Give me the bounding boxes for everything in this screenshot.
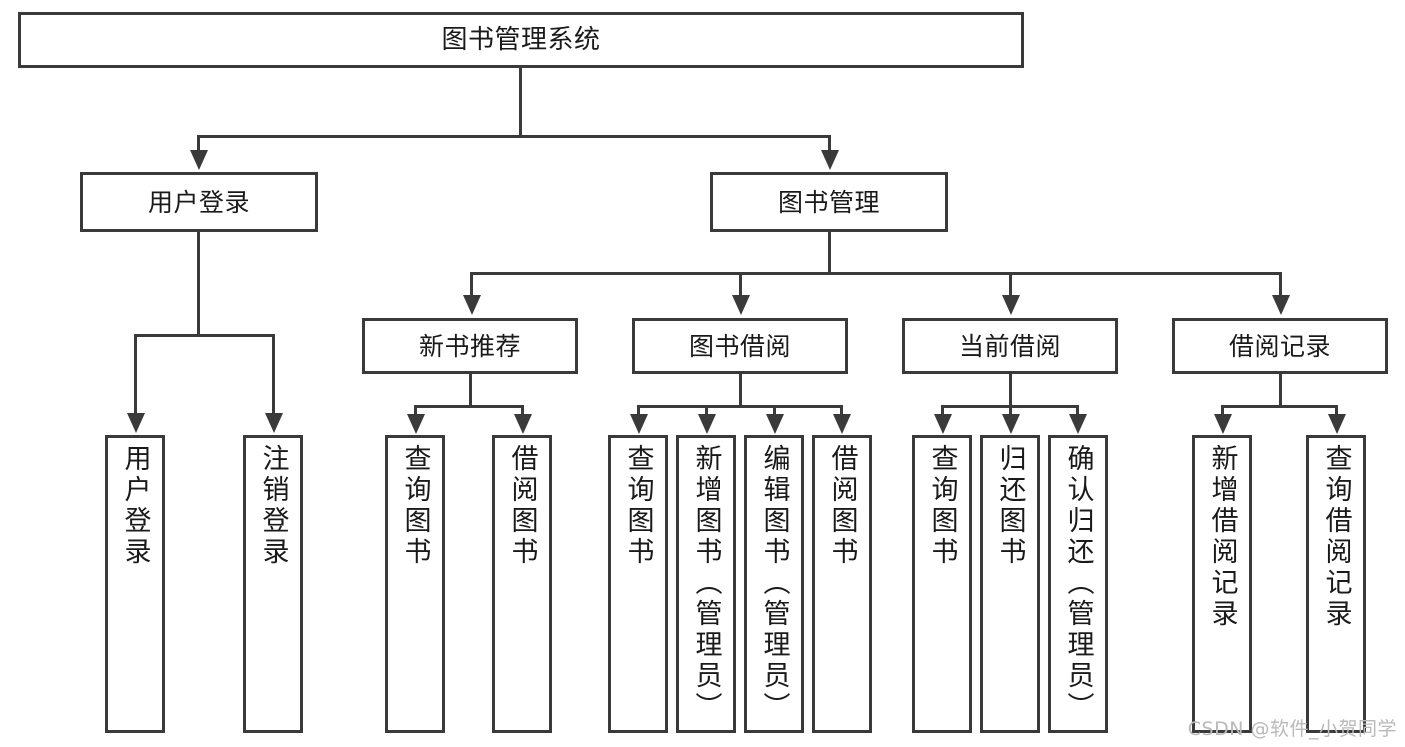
connector-drop-borrowrecord-1 bbox=[1221, 405, 1224, 416]
leaf-add-borrow-record[interactable]: 新增借阅记录 bbox=[1192, 435, 1252, 733]
arrowhead-borrow-record bbox=[1272, 295, 1290, 315]
node-label: 用户登录 bbox=[147, 187, 250, 217]
connector-book-borrow-stem bbox=[739, 374, 742, 405]
connector-drop-new-book bbox=[470, 272, 473, 297]
arrowhead-bookborrow-3 bbox=[766, 414, 784, 434]
arrowhead-borrowrecord-2 bbox=[1328, 414, 1346, 434]
arrowhead-bookborrow-1 bbox=[630, 414, 648, 434]
arrowhead-login-1 bbox=[127, 413, 145, 433]
connector-drop-bookborrow-3 bbox=[773, 405, 776, 416]
leaf-query-book-current[interactable]: 查询图书 bbox=[912, 435, 972, 733]
leaf-logout-login[interactable]: 注销登录 bbox=[243, 435, 303, 733]
arrowhead-currentborrow-2 bbox=[1002, 414, 1020, 434]
connector-drop-borrow-record bbox=[1279, 272, 1282, 297]
connector-drop-login-2 bbox=[272, 334, 275, 415]
connector-root-bus bbox=[197, 135, 831, 138]
node-label: 借阅图书 bbox=[826, 444, 858, 568]
node-label: 注销登录 bbox=[257, 444, 289, 568]
connector-drop-currentborrow-2 bbox=[1009, 405, 1012, 416]
arrowhead-book-management bbox=[821, 150, 839, 170]
arrowhead-current-borrow bbox=[1002, 295, 1020, 315]
leaf-query-book-newbook[interactable]: 查询图书 bbox=[385, 435, 445, 733]
connector-new-book-bus bbox=[414, 405, 524, 408]
connector-borrow-record-bus bbox=[1221, 405, 1338, 408]
node-label: 图书管理系统 bbox=[441, 25, 601, 55]
node-book-borrow[interactable]: 图书借阅 bbox=[632, 318, 848, 374]
arrowhead-new-book bbox=[463, 295, 481, 315]
connector-drop-newbook-1 bbox=[414, 405, 417, 416]
leaf-add-book-admin[interactable]: 新增图书（管理员） bbox=[676, 435, 736, 733]
leaf-return-book[interactable]: 归还图书 bbox=[980, 435, 1040, 733]
connector-drop-login-1 bbox=[134, 334, 137, 415]
connector-drop-user-login bbox=[197, 135, 200, 152]
connector-root-stem bbox=[519, 68, 522, 135]
connector-book-management-bus bbox=[470, 272, 1282, 275]
node-label: 确认归还（管理员） bbox=[1062, 444, 1094, 723]
node-label: 新增图书（管理员） bbox=[690, 444, 722, 723]
node-label: 归还图书 bbox=[994, 444, 1026, 568]
arrowhead-user-login bbox=[190, 150, 208, 170]
node-label: 查询图书 bbox=[926, 444, 958, 568]
node-label: 新增借阅记录 bbox=[1206, 444, 1238, 630]
connector-drop-currentborrow-1 bbox=[941, 405, 944, 416]
csdn-watermark: CSDN @软件_小贺同学 bbox=[1187, 718, 1397, 740]
node-label: 查询借阅记录 bbox=[1320, 444, 1352, 630]
connector-drop-bookborrow-1 bbox=[637, 405, 640, 416]
arrowhead-bookborrow-2 bbox=[698, 414, 716, 434]
leaf-edit-book-admin[interactable]: 编辑图书（管理员） bbox=[744, 435, 804, 733]
connector-drop-borrowrecord-2 bbox=[1335, 405, 1338, 416]
node-new-book-recommend[interactable]: 新书推荐 bbox=[362, 318, 578, 374]
arrowhead-login-2 bbox=[265, 413, 283, 433]
arrowhead-currentborrow-3 bbox=[1069, 414, 1087, 434]
leaf-query-book-borrow[interactable]: 查询图书 bbox=[608, 435, 668, 733]
node-label: 借阅记录 bbox=[1228, 331, 1331, 361]
arrowhead-currentborrow-1 bbox=[934, 414, 952, 434]
arrowhead-borrow-book bbox=[732, 295, 750, 315]
node-label: 新书推荐 bbox=[418, 331, 521, 361]
node-label: 编辑图书（管理员） bbox=[758, 444, 790, 723]
connector-drop-bookborrow-4 bbox=[840, 405, 843, 416]
connector-drop-current-borrow bbox=[1009, 272, 1012, 297]
connector-drop-borrow-book bbox=[739, 272, 742, 297]
node-label: 图书借阅 bbox=[688, 331, 791, 361]
leaf-borrow-book[interactable]: 借阅图书 bbox=[812, 435, 872, 733]
leaf-query-borrow-record[interactable]: 查询借阅记录 bbox=[1306, 435, 1366, 733]
node-label: 用户登录 bbox=[119, 444, 151, 568]
node-label: 查询图书 bbox=[622, 444, 654, 568]
arrowhead-bookborrow-4 bbox=[833, 414, 851, 434]
node-label: 借阅图书 bbox=[506, 444, 538, 568]
node-label: 图书管理 bbox=[777, 187, 880, 217]
node-label: 查询图书 bbox=[399, 444, 431, 568]
leaf-borrow-book-newbook[interactable]: 借阅图书 bbox=[492, 435, 552, 733]
connector-borrow-record-stem bbox=[1279, 374, 1282, 405]
node-root-book-management-system[interactable]: 图书管理系统 bbox=[18, 12, 1024, 68]
leaf-confirm-return-admin[interactable]: 确认归还（管理员） bbox=[1048, 435, 1108, 733]
arrowhead-newbook-1 bbox=[407, 414, 425, 434]
connector-drop-newbook-2 bbox=[521, 405, 524, 416]
node-current-borrow[interactable]: 当前借阅 bbox=[902, 318, 1118, 374]
arrowhead-newbook-2 bbox=[514, 414, 532, 434]
node-label: 当前借阅 bbox=[958, 331, 1061, 361]
connector-new-book-stem bbox=[469, 374, 472, 405]
node-book-management[interactable]: 图书管理 bbox=[710, 172, 948, 232]
node-user-login[interactable]: 用户登录 bbox=[80, 172, 318, 232]
connector-book-management-stem bbox=[828, 232, 831, 272]
node-borrow-record[interactable]: 借阅记录 bbox=[1172, 318, 1388, 374]
leaf-user-login[interactable]: 用户登录 bbox=[105, 435, 165, 733]
arrowhead-borrowrecord-1 bbox=[1214, 414, 1232, 434]
connector-drop-book-management bbox=[828, 135, 831, 152]
connector-user-login-bus bbox=[134, 334, 272, 337]
connector-drop-currentborrow-3 bbox=[1076, 405, 1079, 416]
connector-user-login-stem bbox=[197, 232, 200, 334]
connector-current-borrow-stem bbox=[1009, 374, 1012, 405]
connector-drop-bookborrow-2 bbox=[705, 405, 708, 416]
connector-book-borrow-bus bbox=[637, 405, 842, 408]
